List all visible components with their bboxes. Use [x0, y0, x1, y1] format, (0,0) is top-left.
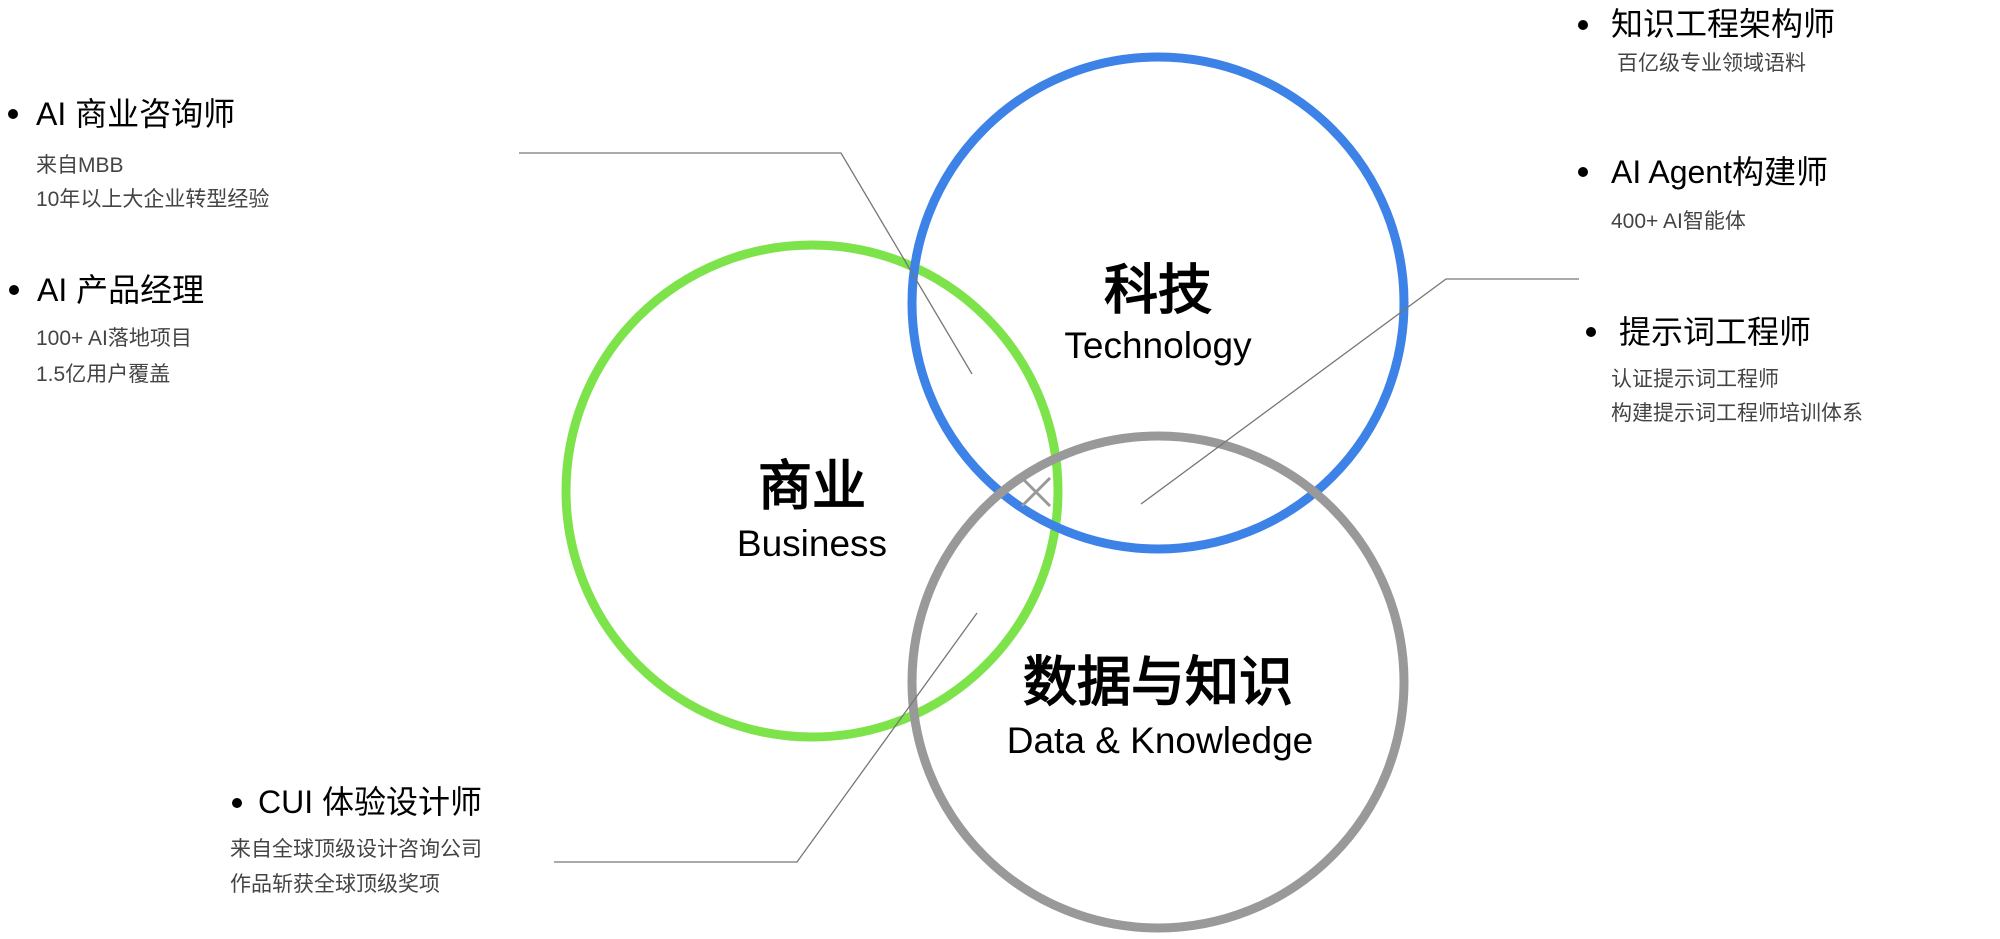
role-detail: 1.5亿用户覆盖	[36, 363, 171, 386]
technology-subtitle: Technology	[1064, 325, 1252, 366]
data-knowledge-title: 数据与知识	[1023, 652, 1293, 713]
role-title: 提示词工程师	[1619, 314, 1812, 350]
intersection-x-icon	[1020, 476, 1052, 508]
bullet-icon	[1586, 327, 1596, 337]
bullet-icon	[232, 798, 242, 808]
business-circle	[561, 240, 1063, 742]
role-title: CUI 体验设计师	[258, 784, 483, 820]
role-detail: 百亿级专业领域语料	[1617, 52, 1806, 75]
role-detail: 10年以上大企业转型经验	[36, 188, 270, 211]
bullet-icon	[1578, 167, 1588, 177]
connector-line-technology	[1140, 278, 1579, 505]
role-title: AI 商业咨询师	[36, 96, 236, 132]
data-knowledge-subtitle: Data & Knowledge	[1006, 720, 1314, 761]
role-detail: 来自全球顶级设计咨询公司	[230, 838, 482, 861]
role-detail: 构建提示词工程师培训体系	[1611, 402, 1863, 425]
technology-circle	[907, 52, 1409, 554]
bullet-icon	[8, 109, 18, 119]
technology-title: 科技	[1104, 260, 1212, 321]
role-detail: 100+ AI落地项目	[36, 327, 192, 350]
role-detail: 400+ AI智能体	[1611, 210, 1746, 233]
data-knowledge-circle	[907, 431, 1409, 933]
connector-line-business-consultant	[519, 152, 973, 375]
role-detail: 认证提示词工程师	[1611, 368, 1779, 391]
bullet-icon	[1578, 20, 1588, 30]
role-title: AI 产品经理	[37, 272, 205, 308]
role-detail: 来自MBB	[36, 154, 124, 177]
bullet-icon	[9, 285, 19, 295]
connector-line-cui-designer	[554, 612, 978, 863]
business-title: 商业	[758, 456, 866, 517]
role-title: AI Agent构建师	[1611, 154, 1828, 190]
role-detail: 作品斩获全球顶级奖项	[230, 873, 440, 896]
business-subtitle: Business	[736, 523, 888, 564]
role-title: 知识工程架构师	[1611, 6, 1836, 42]
